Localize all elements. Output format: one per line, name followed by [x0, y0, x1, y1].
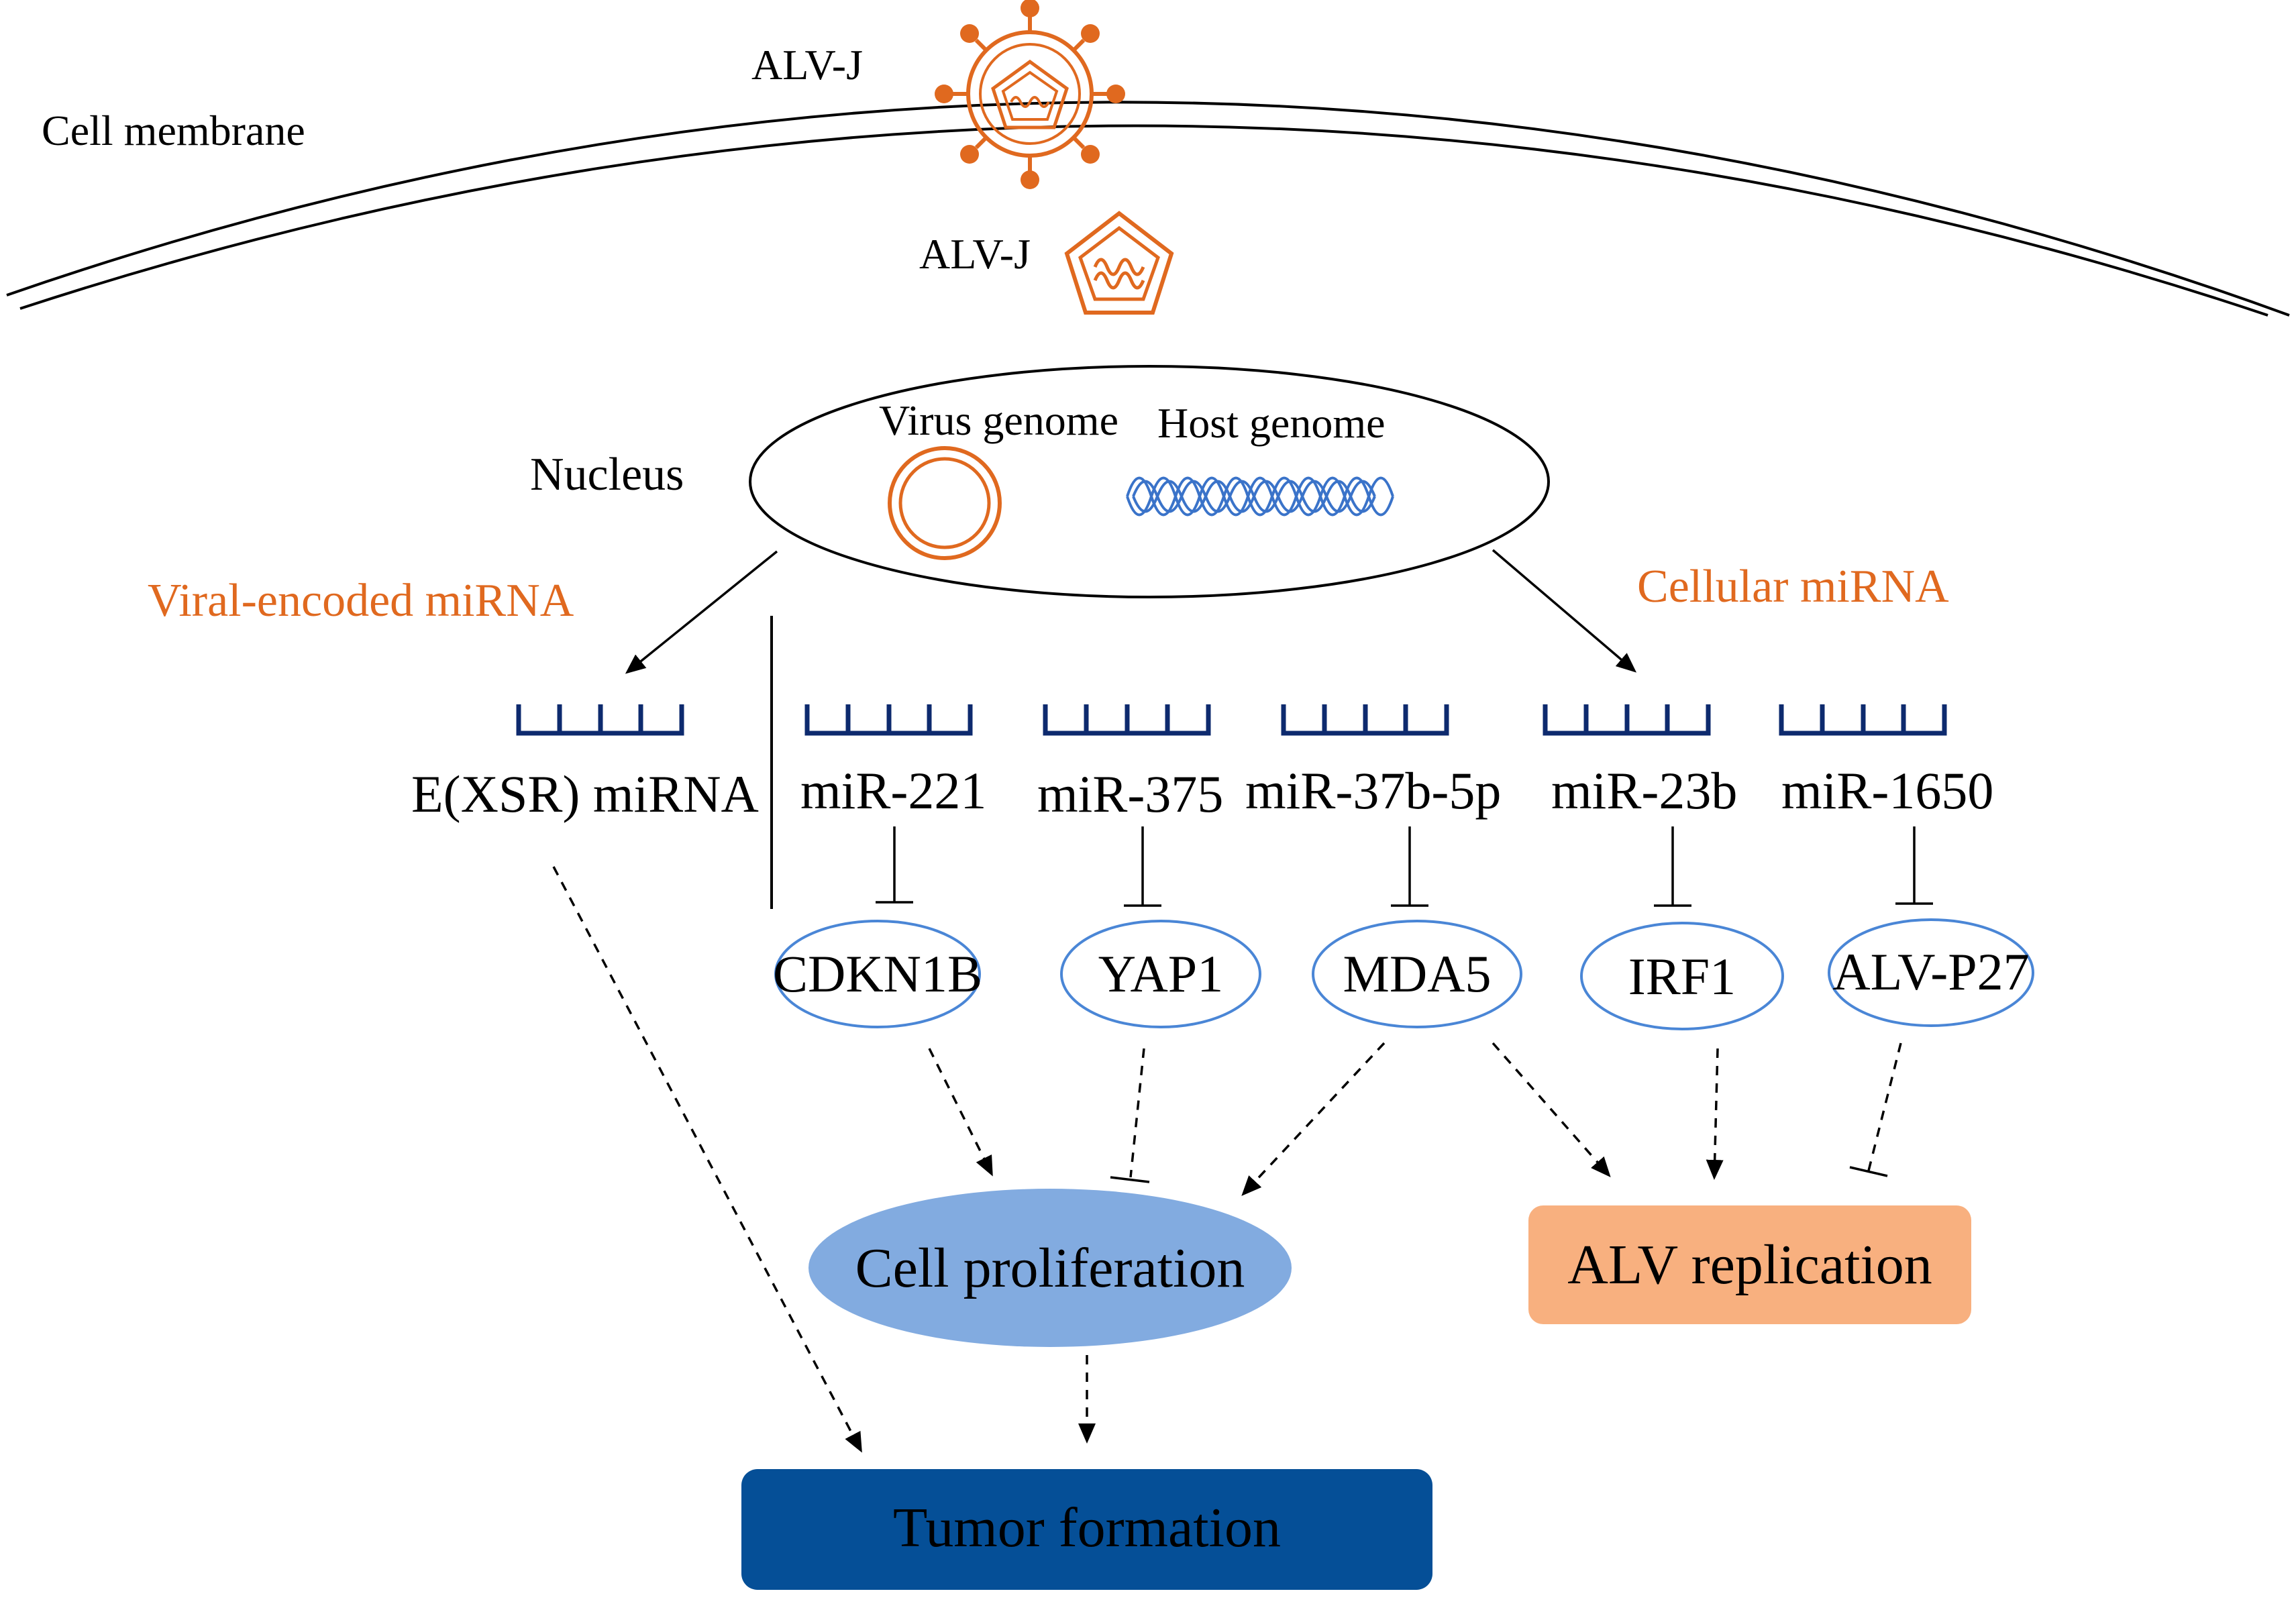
dashed-inhibit-yap1-to-proliferation: [1129, 1048, 1145, 1178]
target-oval-cdkn1b: [774, 920, 981, 1028]
mirna-label-mir221: miR-221: [800, 761, 986, 820]
nucleus-label: Nucleus: [530, 449, 684, 500]
dashed-arrow-exsr-to-tumor: [552, 866, 862, 1453]
dashed-inhibit-p27-to-replication: [1867, 1042, 1902, 1171]
alv-replication-node: [1528, 1205, 1971, 1324]
target-label-irf1: IRF1: [1628, 947, 1736, 1006]
cell-proliferation-node: [808, 1189, 1292, 1347]
tumor-formation-label: Tumor formation: [893, 1497, 1281, 1559]
inhibit-bar-p27: [1849, 1166, 1888, 1177]
target-label-mda5: MDA5: [1343, 945, 1491, 1003]
target-oval-mda5: [1312, 920, 1522, 1028]
mirna-strip-mir23b: [1543, 704, 1711, 736]
dashed-arrows: [552, 866, 1902, 1453]
mirna-strip-mir1650: [1779, 704, 1947, 736]
dashed-arrow-mda5-to-proliferation: [1241, 1042, 1386, 1196]
dashed-arrow-irf1-to-replication: [1706, 1048, 1724, 1180]
mirna-strip-mir221: [804, 704, 973, 736]
mirna-label-mir23b: miR-23b: [1551, 761, 1737, 820]
virus-inside-label: ALV-J: [919, 230, 1031, 278]
arrow-nucleus-to-cellular-mirna: [1492, 549, 1637, 673]
cell-membrane: [6, 101, 2290, 317]
dashed-arrow-cdkn1b-to-proliferation: [928, 1048, 993, 1177]
inhibit-bar-yap1: [1110, 1176, 1150, 1183]
viral-mirna-label: Viral-encoded miRNA: [148, 575, 574, 627]
target-oval-yap1: [1060, 920, 1261, 1028]
target-label-cdkn1b: CDKN1B: [773, 945, 982, 1003]
virus-particle-icon: [935, 0, 1125, 189]
viral-capsid-icon: [1064, 211, 1174, 315]
mirna-label-mir1650: miR-1650: [1781, 761, 1993, 820]
mirna-strip-mir375: [1043, 704, 1211, 736]
alv-replication-label: ALV replication: [1567, 1234, 1932, 1296]
host-genome-icon: [1126, 476, 1394, 517]
arrow-nucleus-to-viral-mirna: [625, 550, 778, 674]
dashed-arrow-mda5-to-replication: [1492, 1042, 1611, 1178]
host-genome-label: Host genome: [1157, 399, 1386, 447]
target-label-alv-p27: ALV-P27: [1832, 942, 2029, 1001]
cellular-mirna-label: Cellular miRNA: [1637, 561, 1949, 612]
mirna-strip-mir37b: [1281, 704, 1449, 736]
virus-genome-icon: [888, 446, 1002, 560]
cell-proliferation-label: Cell proliferation: [855, 1237, 1245, 1299]
mirna-strips: [516, 704, 1947, 736]
mirna-label-exsr: E(XSR) miRNA: [411, 765, 759, 823]
virus-outside-label: ALV-J: [751, 41, 863, 89]
mirna-label-mir37b: miR-37b-5p: [1245, 761, 1501, 820]
tumor-formation-node: [741, 1469, 1432, 1590]
mirna-inhibition-lines: [876, 826, 1933, 907]
target-oval-irf1: [1580, 922, 1784, 1030]
mirna-label-mir375: miR-375: [1037, 765, 1223, 823]
target-label-yap1: YAP1: [1098, 945, 1223, 1003]
mirna-strip-exsr: [516, 704, 684, 736]
target-oval-alv-p27: [1828, 918, 2034, 1027]
virus-genome-label: Virus genome: [879, 396, 1118, 444]
cell-membrane-label: Cell membrane: [42, 107, 305, 154]
